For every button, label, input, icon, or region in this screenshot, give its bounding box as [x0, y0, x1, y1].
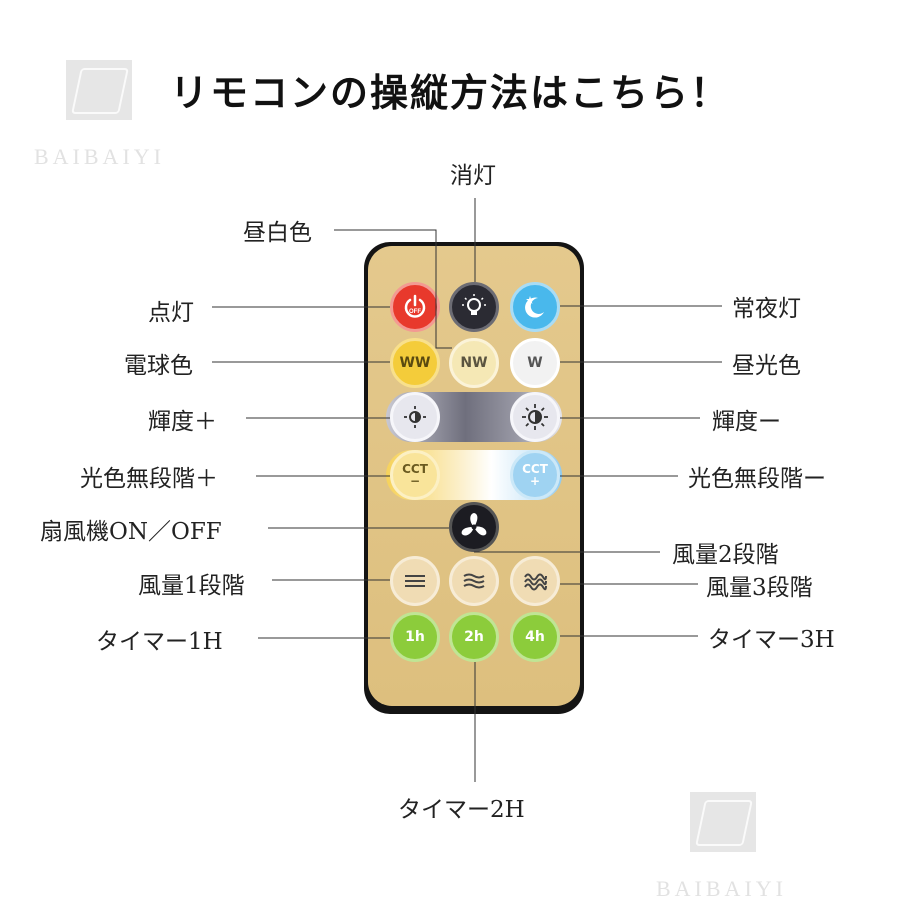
label-timer3: タイマー3H: [708, 627, 835, 653]
svg-text:OFF: OFF: [409, 309, 421, 315]
wind-low-icon: [405, 575, 425, 587]
w-label: W: [527, 355, 543, 371]
power-off-button[interactable]: OFF: [390, 282, 440, 332]
label-hiruhakushoku: 昼白色: [243, 220, 312, 246]
label-fuuryou1: 風量1段階: [138, 573, 245, 599]
cct-minus-sign: −: [409, 474, 421, 488]
label-fuuryou2: 風量2段階: [672, 542, 779, 568]
lightbulb-icon: [462, 294, 486, 315]
sun-dim-icon: [404, 406, 426, 428]
timer-1h-button[interactable]: 1h: [390, 612, 440, 662]
nw-label: NW: [460, 355, 488, 371]
label-tentou: 点灯: [148, 300, 194, 326]
brightness-up-button[interactable]: [390, 392, 440, 442]
label-denkyuushoku: 電球色: [124, 353, 193, 379]
label-fuuryou3: 風量3段階: [706, 575, 813, 601]
fan-icon: [461, 513, 487, 536]
fan-speed-1-button[interactable]: [390, 556, 440, 606]
moon-icon: [525, 296, 544, 318]
wind-high-icon: [524, 573, 547, 591]
daylight-button[interactable]: W: [510, 338, 560, 388]
cct-minus-text: CCT: [402, 462, 428, 476]
timer-4h-button[interactable]: 4h: [510, 612, 560, 662]
cct-plus-button[interactable]: CCT +: [510, 450, 560, 500]
timer-1h-label: 1h: [405, 629, 425, 645]
label-jouyatou: 常夜灯: [732, 296, 801, 322]
cct-plus-text: CCT: [522, 462, 548, 476]
line-hiruhakushoku: [334, 229, 452, 349]
watermark-text-top: BAIBAIYI: [34, 144, 165, 169]
label-timer1: タイマー1H: [96, 629, 223, 655]
timer-2h-button[interactable]: 2h: [449, 612, 499, 662]
label-senpuuki: 扇風機ON／OFF: [40, 519, 222, 545]
label-koushoku-plus: 光色無段階＋: [80, 466, 218, 492]
watermark-logo-bottom: [690, 792, 756, 852]
sun-bright-icon: [522, 404, 548, 430]
fan-toggle-button[interactable]: [449, 502, 499, 552]
label-timer2: タイマー2H: [398, 797, 525, 823]
ww-label: WW: [399, 355, 431, 371]
wind-mid-icon: [463, 573, 485, 589]
fan-speed-2-button[interactable]: [449, 556, 499, 606]
label-shoutou: 消灯: [450, 163, 496, 189]
label-chuukoushoku: 昼光色: [732, 353, 801, 379]
timer-4h-label: 4h: [525, 629, 545, 645]
label-koushoku-minus: 光色無段階ー: [688, 466, 826, 492]
power-icon: OFF: [404, 294, 426, 318]
timer-2h-label: 2h: [464, 629, 484, 645]
label-kido-minus: 輝度ー: [712, 409, 781, 435]
cct-plus-sign: +: [529, 474, 541, 488]
brightness-down-button[interactable]: [510, 392, 560, 442]
watermark-text-bottom: BAIBAIYI: [656, 876, 787, 901]
neutral-white-button[interactable]: NW: [449, 338, 499, 388]
night-light-button[interactable]: [510, 282, 560, 332]
cct-minus-button[interactable]: CCT −: [390, 450, 440, 500]
label-kido-plus: 輝度＋: [148, 409, 217, 435]
warm-white-button[interactable]: WW: [390, 338, 440, 388]
watermark-logo-top: [66, 60, 132, 120]
fan-speed-3-button[interactable]: [510, 556, 560, 606]
light-off-button[interactable]: [449, 282, 499, 332]
page-title: リモコンの操縦方法はこちら！: [169, 71, 730, 115]
